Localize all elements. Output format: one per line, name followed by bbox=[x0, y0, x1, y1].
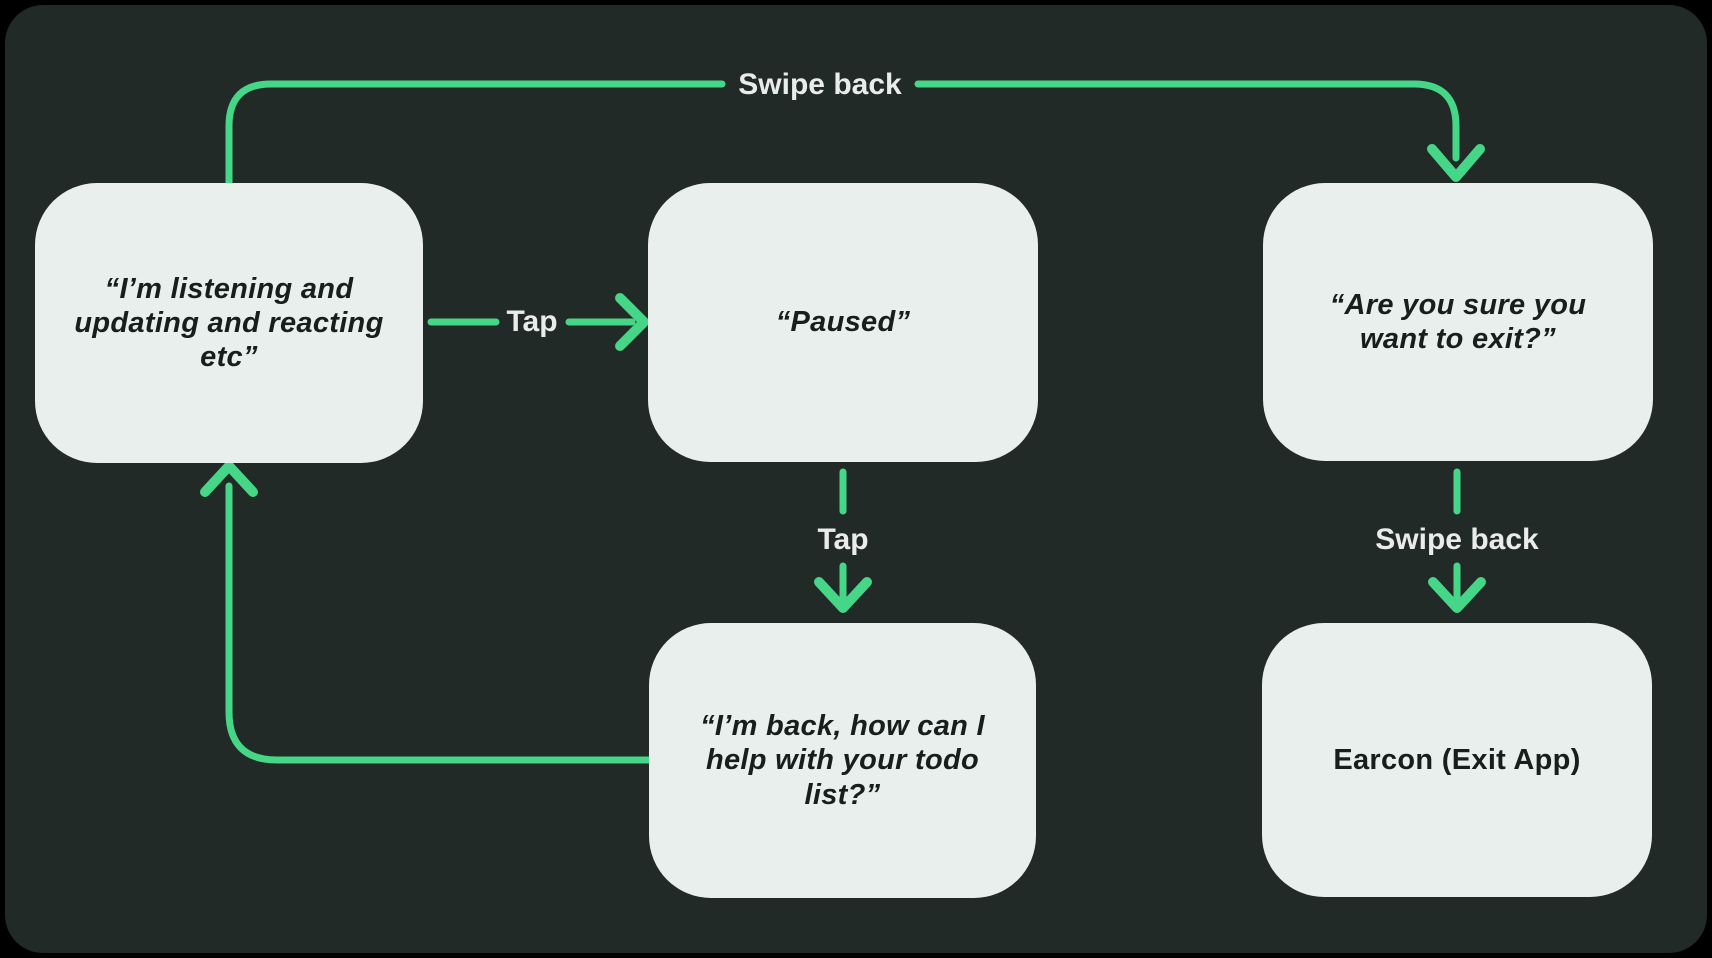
edge-tap-down-arrowhead bbox=[814, 577, 872, 613]
edge-label-swipe-back-down: Swipe back bbox=[1375, 523, 1539, 556]
edge-label-swipe-back-top: Swipe back bbox=[738, 68, 902, 101]
node-earcon: Earcon (Exit App) bbox=[1262, 623, 1652, 897]
edge-swipe-back-top-segment-right bbox=[914, 80, 1460, 162]
node-paused-text: “Paused” bbox=[775, 306, 911, 339]
edge-tap-right-arrowhead bbox=[615, 293, 649, 351]
edge-swipe-back-top-segment-left bbox=[225, 80, 726, 187]
node-exit-confirm: “Are you sure you want to exit?” bbox=[1263, 183, 1653, 461]
node-back-text: “I’m back, how can I help with your todo… bbox=[700, 710, 985, 811]
edge-loop-back-arrowhead bbox=[200, 461, 258, 497]
node-earcon-text: Earcon (Exit App) bbox=[1333, 743, 1581, 776]
node-listening-text: “I’m listening and updating and reacting… bbox=[74, 272, 384, 374]
edge-loop-back-line bbox=[225, 482, 653, 764]
edge-label-tap-down: Tap bbox=[817, 523, 869, 556]
node-exit-confirm-text: “Are you sure you want to exit?” bbox=[1329, 288, 1587, 355]
node-listening: “I’m listening and updating and reacting… bbox=[35, 183, 423, 463]
node-back: “I’m back, how can I help with your todo… bbox=[649, 623, 1036, 898]
node-paused: “Paused” bbox=[648, 183, 1038, 462]
edge-swipe-back-top-arrowhead bbox=[1427, 144, 1485, 182]
edge-label-tap-right: Tap bbox=[506, 305, 558, 338]
edge-swipe-back-down-arrowhead bbox=[1428, 577, 1486, 613]
